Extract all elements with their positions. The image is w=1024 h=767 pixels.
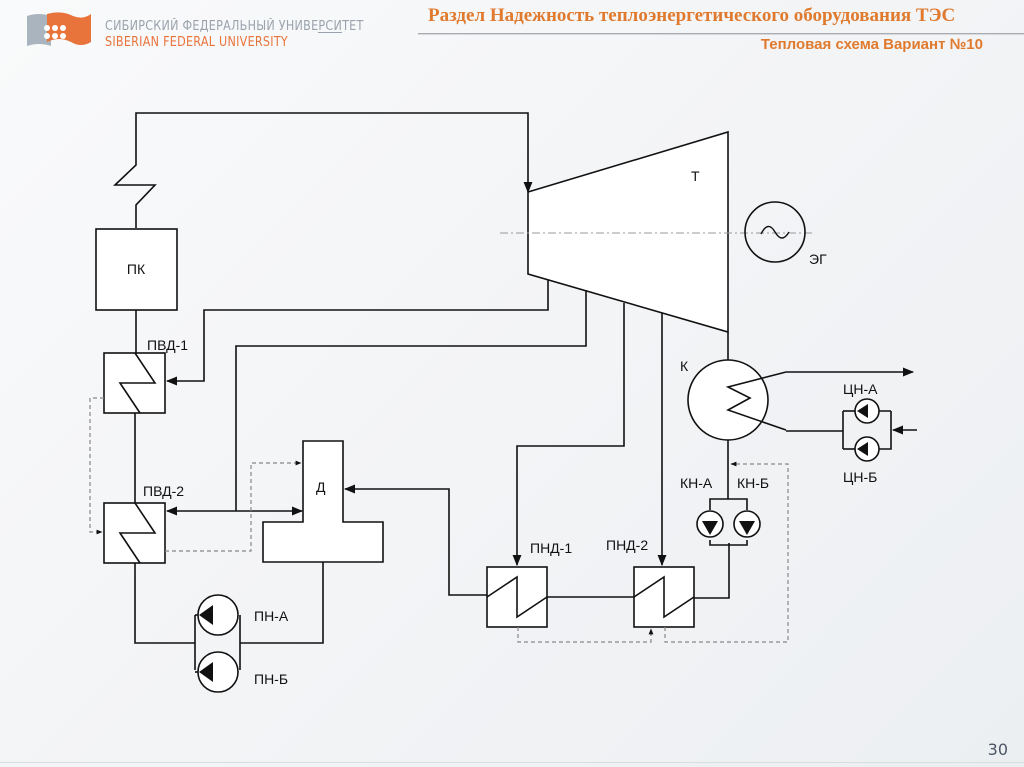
condenser <box>687 359 769 441</box>
university-name-ru: СИБИРСКИЙ ФЕДЕРАЛЬНЫЙ УНИВЕРСИТЕТ <box>105 19 364 34</box>
condensate-pump-b-triangle-icon <box>739 521 755 535</box>
condensate-pump-a-label: КН-А <box>680 475 713 491</box>
live-steam-line <box>113 112 533 228</box>
condenser-label: К <box>680 358 689 374</box>
university-name-en: SIBERIAN FEDERAL UNIVERSITY <box>105 35 289 50</box>
boiler <box>95 228 178 311</box>
university-logo: СИБИРСКИЙ ФЕДЕРАЛЬНЫЙ УНИВЕРСИТЕТ SIBERI… <box>25 12 363 52</box>
drain-pnd1-pnd2 <box>517 627 654 643</box>
footer-divider <box>0 762 1024 763</box>
feed-pump-b-triangle-icon <box>199 662 213 682</box>
lp-heater-2-label: ПНД-2 <box>606 537 648 553</box>
generator-label: ЭГ <box>809 251 827 267</box>
extraction-1-line <box>165 280 549 386</box>
condensate-pump-b-label: КН-Б <box>737 475 769 491</box>
drain-pvd2-deaerator <box>165 460 302 552</box>
generator <box>744 201 806 263</box>
deaerator-label: Д <box>316 479 326 495</box>
drain-pnd2-condensate <box>664 461 789 643</box>
feed-pump-b-label: ПН-Б <box>254 671 288 687</box>
feed-pump-a-label: ПН-А <box>254 608 289 624</box>
circ-pump-b-label: ЦН-Б <box>843 469 877 485</box>
condensate-pump-a-triangle-icon <box>702 521 718 535</box>
university-logo-icon <box>27 12 91 46</box>
circ-pump-a-label: ЦН-А <box>843 381 878 397</box>
circ-pump-b-triangle-icon <box>857 442 868 456</box>
feed-pump-a-triangle-icon <box>199 605 213 625</box>
header-divider-left <box>318 32 342 33</box>
slide-subtitle: Тепловая схема Вариант №10 <box>760 36 983 53</box>
hp-heater-2-label: ПВД-2 <box>143 483 184 499</box>
boiler-label: ПК <box>127 261 146 277</box>
turbine <box>527 130 729 334</box>
generator-sine-icon <box>760 225 790 239</box>
turbine-label: Т <box>691 168 700 184</box>
page-number: 30 <box>987 740 1008 759</box>
drain-pvd1-pvd2 <box>89 397 104 535</box>
header-divider <box>418 33 1024 34</box>
deaerator <box>262 440 384 563</box>
hp-heater-1-label: ПВД-1 <box>147 337 188 353</box>
lp-heater-1-label: ПНД-1 <box>530 540 572 556</box>
section-title: Раздел Надежность теплоэнергетического о… <box>428 5 956 26</box>
circ-pump-a-triangle-icon <box>857 404 868 418</box>
extraction-3-line <box>512 303 625 567</box>
extraction-2-line <box>235 290 587 511</box>
